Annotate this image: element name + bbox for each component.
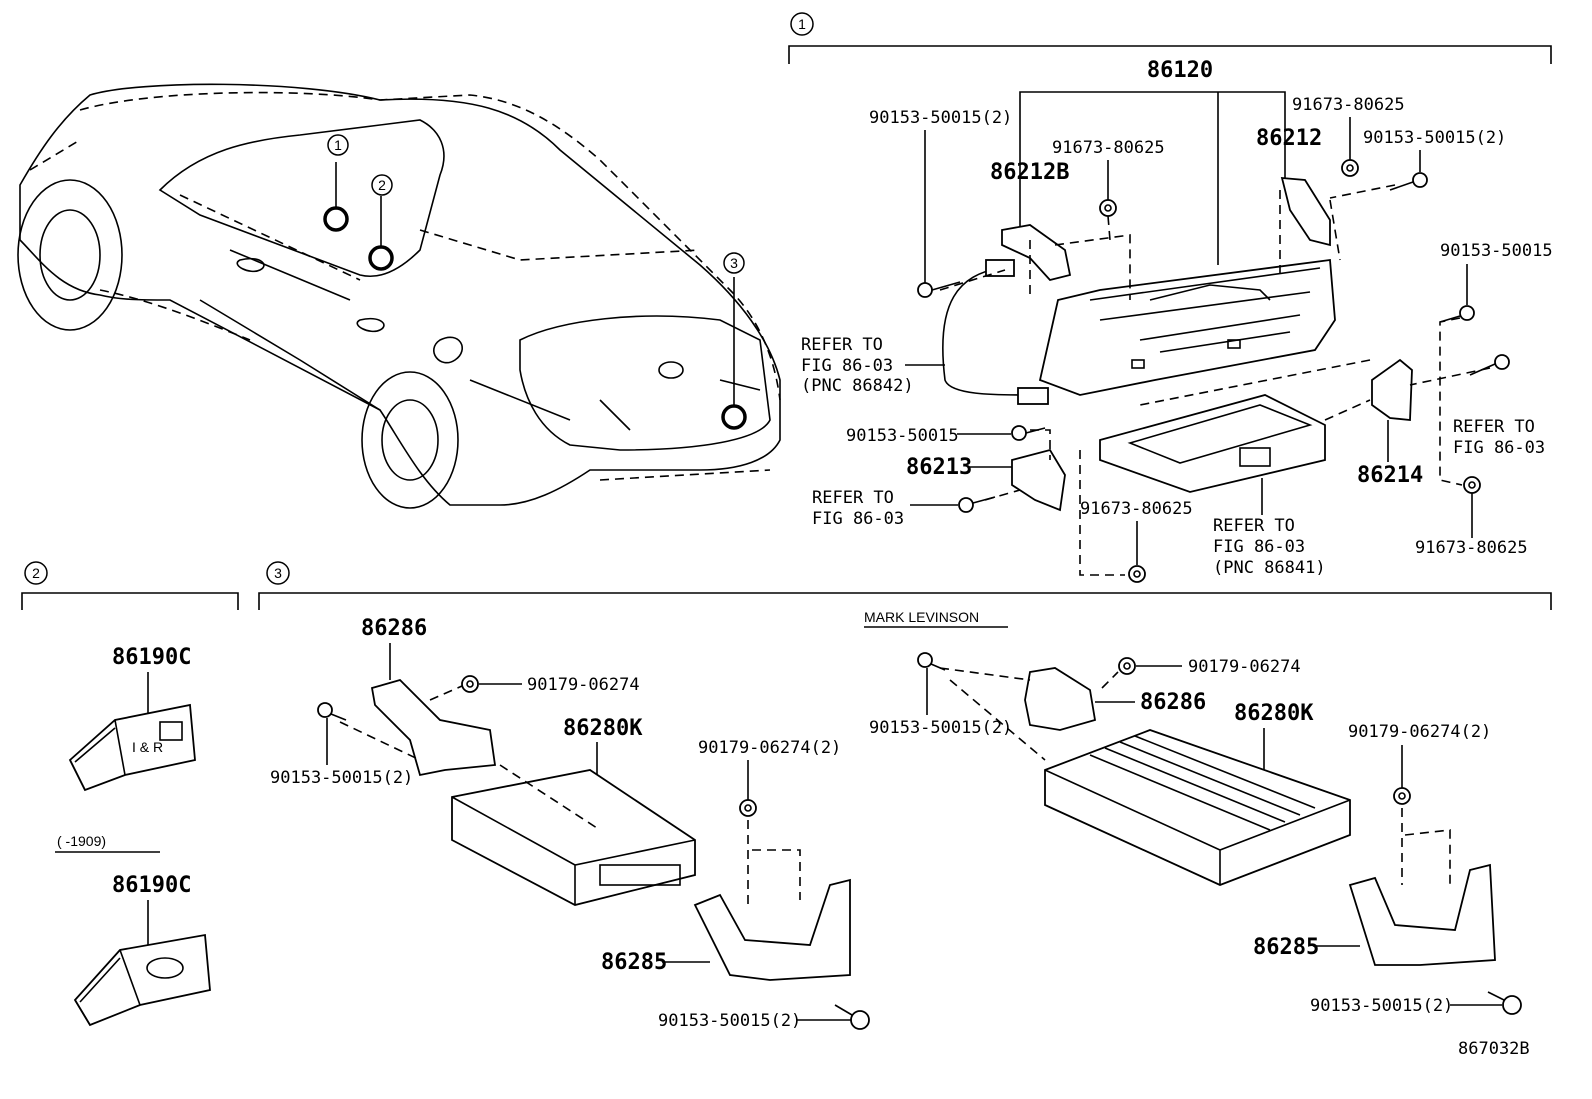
part-number[interactable]: 90179-06274(2) [1348, 722, 1491, 742]
bolt-icon [834, 1004, 870, 1030]
part-number[interactable]: 90153-50015 [846, 426, 959, 446]
nut-icon [1128, 565, 1146, 583]
part-number[interactable]: 86280K [563, 716, 643, 741]
part-number[interactable]: 86190C [112, 645, 191, 670]
section-bracket [788, 45, 1552, 64]
bolt-icon [1487, 991, 1522, 1015]
part-number[interactable]: 86212 [1256, 126, 1322, 151]
part-number[interactable]: 91673-80625 [1292, 95, 1405, 115]
amplifier-86280K[interactable] [451, 769, 696, 906]
section-1: 1 86120 90153-50015(2) 91673-80625 86212… [788, 12, 1553, 583]
reference-note[interactable]: REFER TO [1213, 516, 1295, 536]
section-3: 3 MARK LEVINSON 86286 90179-06274 90153-… [258, 561, 1552, 1031]
bolt-icon [917, 281, 961, 298]
bracket-86212B[interactable] [1001, 224, 1072, 282]
bolt-icon [958, 496, 996, 513]
part-number[interactable]: 91673-80625 [1080, 499, 1193, 519]
section-marker-3 [266, 561, 290, 585]
bracket-86214[interactable] [1371, 358, 1413, 421]
reference-note[interactable]: FIG 86-03 [801, 356, 893, 376]
part-number[interactable]: 91673-80625 [1415, 538, 1528, 558]
part-number[interactable]: 86190C [112, 873, 191, 898]
bolt-icon [1469, 354, 1510, 376]
bracket-86285[interactable] [693, 878, 851, 981]
reference-note[interactable]: FIG 86-03 [1213, 537, 1305, 557]
section-marker-2 [24, 561, 48, 585]
part-number[interactable]: 86280K [1234, 701, 1314, 726]
reference-note[interactable]: REFER TO [1453, 417, 1535, 437]
date-range: ( -1909) [57, 833, 106, 849]
part-number[interactable]: 91673-80625 [1052, 138, 1165, 158]
usb-port-86190C[interactable] [73, 933, 211, 1027]
car-callout-2[interactable]: 2 [368, 174, 394, 271]
nut-icon [1393, 787, 1411, 805]
reference-note[interactable]: FIG 86-03 [812, 509, 904, 529]
radio-receiver-86120[interactable] [1038, 258, 1336, 396]
part-number[interactable]: 86285 [601, 950, 667, 975]
svg-text:I & R: I & R [132, 739, 163, 755]
reference-note[interactable]: REFER TO [812, 488, 894, 508]
part-number[interactable]: 86213 [906, 455, 972, 480]
reference-note[interactable]: FIG 86-03 [1453, 438, 1545, 458]
callout-number: 2 [378, 177, 386, 193]
bracket-86285[interactable] [1348, 863, 1496, 966]
section-number: 1 [798, 16, 806, 32]
section-bracket [21, 592, 239, 610]
reference-note[interactable]: (PNC 86841) [1213, 558, 1326, 578]
bolt-icon [1011, 425, 1046, 441]
bolt-icon [1439, 305, 1475, 323]
nut-icon [1099, 199, 1117, 217]
part-number[interactable]: 86286 [1140, 690, 1206, 715]
bolt-icon [317, 702, 347, 721]
part-number[interactable]: 86214 [1357, 463, 1423, 488]
wire-harness[interactable] [941, 267, 1026, 396]
part-number[interactable]: 86286 [361, 616, 427, 641]
car-callout-3[interactable]: 3 [721, 252, 747, 430]
part-number[interactable]: 86120 [1147, 58, 1213, 83]
reference-note[interactable]: REFER TO [801, 335, 883, 355]
section-number: 3 [274, 565, 282, 581]
figure-id: 867032B [1458, 1039, 1530, 1059]
bracket-86286[interactable] [370, 678, 497, 777]
bracket-86286[interactable] [1024, 667, 1097, 731]
nut-icon [461, 675, 479, 693]
callout-number: 1 [334, 137, 342, 153]
nut-icon [1118, 657, 1136, 675]
car-callout-1[interactable]: 1 [323, 134, 349, 232]
part-number[interactable]: 90153-50015(2) [869, 718, 1012, 738]
amplifier-86280K-mark-levinson[interactable] [1044, 729, 1351, 886]
part-number[interactable]: 86285 [1253, 935, 1319, 960]
part-number[interactable]: 90153-50015 [1440, 241, 1553, 261]
part-number[interactable]: 90153-50015(2) [869, 108, 1012, 128]
car-illustration: 1 2 3 [17, 83, 781, 509]
nut-icon [1341, 159, 1359, 177]
usb-port-86190C[interactable]: I & R [68, 703, 196, 792]
section-bracket [258, 592, 1552, 610]
bracket-86213[interactable] [1011, 448, 1066, 512]
part-number[interactable]: 90153-50015(2) [1363, 128, 1506, 148]
part-number[interactable]: 90179-06274 [527, 675, 640, 695]
section-marker-1 [790, 12, 814, 36]
bolt-icon [1389, 172, 1428, 191]
display-module[interactable] [1099, 394, 1326, 493]
part-number[interactable]: 90179-06274 [1188, 657, 1301, 677]
reference-note[interactable]: (PNC 86842) [801, 376, 914, 396]
section-number: 2 [32, 565, 40, 581]
part-number[interactable]: 90153-50015(2) [658, 1011, 801, 1031]
nut-icon [739, 799, 757, 817]
bracket-86212[interactable] [1280, 176, 1331, 247]
part-number[interactable]: 86212B [990, 160, 1069, 185]
variant-label: MARK LEVINSON [864, 609, 979, 625]
section-2: 2 86190C I & R ( -1909) 86190C [21, 561, 239, 1027]
callout-number: 3 [730, 255, 738, 271]
part-number[interactable]: 90153-50015(2) [1310, 996, 1453, 1016]
part-number[interactable]: 90179-06274(2) [698, 738, 841, 758]
part-number[interactable]: 90153-50015(2) [270, 768, 413, 788]
nut-icon [1463, 476, 1481, 494]
